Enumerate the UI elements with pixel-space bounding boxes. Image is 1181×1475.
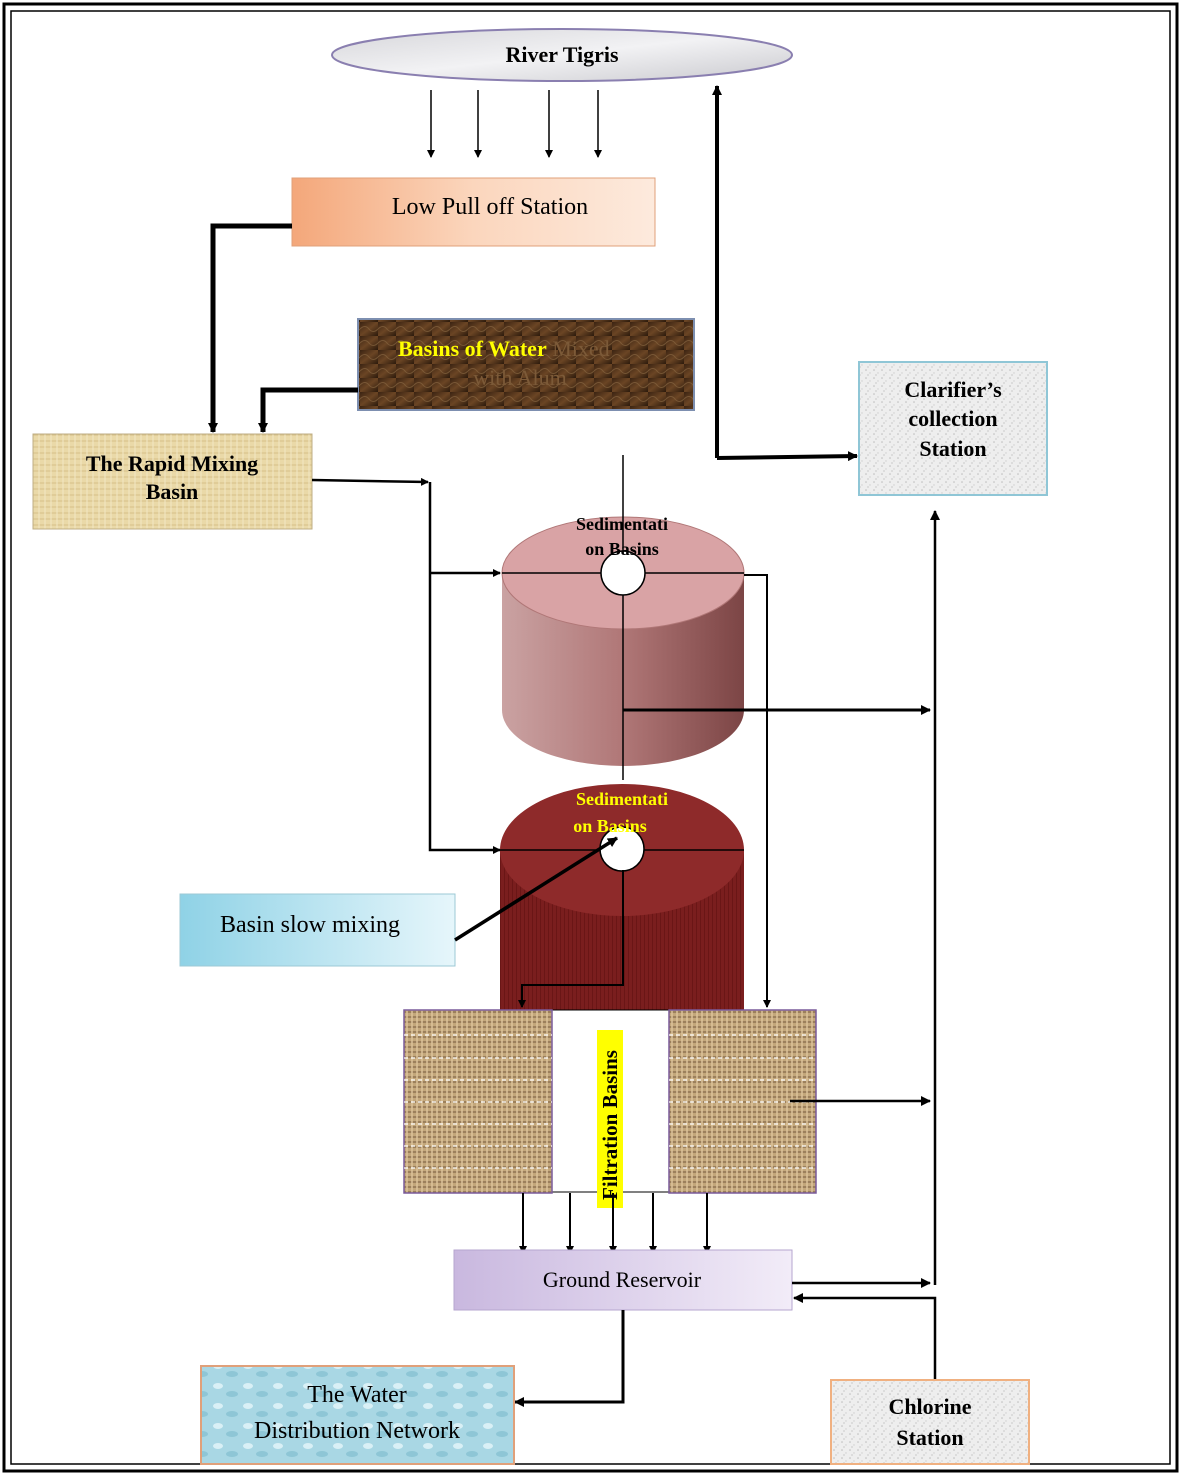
alum-basin: Basins of Water Mixed with Alum bbox=[357, 318, 695, 411]
chlorine-label-line2: Station bbox=[896, 1425, 963, 1450]
filtration-basins: Filtration Basins bbox=[403, 1009, 817, 1208]
sedimentation-top-label-line2: on Basins bbox=[585, 539, 659, 559]
sedimentation-basin-top: Sedimentati on Basins bbox=[501, 455, 745, 780]
low-pull-off-label: Low Pull off Station bbox=[392, 194, 588, 220]
clarifier-label-line2: collection bbox=[908, 406, 997, 431]
chlorine-station: Chlorine Station bbox=[830, 1379, 1030, 1465]
chlorine-label-line1: Chlorine bbox=[888, 1394, 971, 1419]
slow-mixing-pointer-arrow bbox=[454, 836, 618, 942]
distribution-label-line1: The Water bbox=[307, 1382, 407, 1408]
basin-slow-mixing-label: Basin slow mixing bbox=[220, 912, 400, 938]
inner-border bbox=[10, 10, 1171, 1465]
alum-to-rapid-arrow bbox=[258, 387, 358, 433]
chlorine-to-reservoir-arrow bbox=[793, 1293, 937, 1380]
sedimentation-bottom-label-line2: on Basins bbox=[573, 816, 647, 836]
clarifier-label-line3: Station bbox=[919, 436, 986, 461]
svg-text:Basins of Water Mixed: Basins of Water Mixed bbox=[398, 336, 610, 361]
sedimentation-bottom-label-line1: Sedimentati bbox=[576, 789, 668, 809]
basin-slow-mixing: Basin slow mixing bbox=[179, 893, 456, 967]
distribution-label-line2: Distribution Network bbox=[254, 1418, 460, 1444]
clarifier-label-line1: Clarifier’s bbox=[904, 377, 1002, 402]
filtration-basins-label: Filtration Basins bbox=[598, 1050, 622, 1200]
river-tigris: River Tigris bbox=[331, 28, 793, 82]
ground-reservoir: Ground Reservoir bbox=[453, 1249, 793, 1311]
alum-basin-label-line2: with Alum bbox=[473, 365, 567, 390]
rapid-mixing-label-line1: The Rapid Mixing bbox=[86, 451, 258, 476]
river-intake-arrows bbox=[427, 90, 602, 158]
filter-to-reservoir-arrows bbox=[519, 1193, 711, 1254]
rapid-mixing-label-line2: Basin bbox=[146, 479, 199, 504]
ground-reservoir-label: Ground Reservoir bbox=[543, 1267, 702, 1292]
alum-basin-label-rest: Mixed bbox=[547, 336, 610, 361]
alum-basin-label-highlight: Basins of Water bbox=[398, 336, 547, 361]
lowpull-to-rapid-arrow bbox=[208, 223, 292, 433]
reservoir-to-distribution-arrow bbox=[514, 1310, 625, 1407]
clarifier-collection-station: Clarifier’s collection Station bbox=[858, 361, 1048, 496]
river-tigris-label: River Tigris bbox=[505, 42, 619, 67]
low-pull-off-station: Low Pull off Station bbox=[291, 177, 656, 247]
rapid-mixing-basin: The Rapid Mixing Basin bbox=[32, 433, 313, 530]
rapid-to-sedimentation-lines bbox=[311, 477, 501, 854]
sedimentation-to-left-filter-line bbox=[518, 870, 624, 1008]
sedimentation-top-label-line1: Sedimentati bbox=[576, 514, 668, 534]
river-to-clarifier-arrow bbox=[716, 451, 858, 462]
sedimentation-to-right-filter-line bbox=[744, 574, 771, 1008]
water-distribution-network: The Water Distribution Network bbox=[200, 1365, 515, 1465]
